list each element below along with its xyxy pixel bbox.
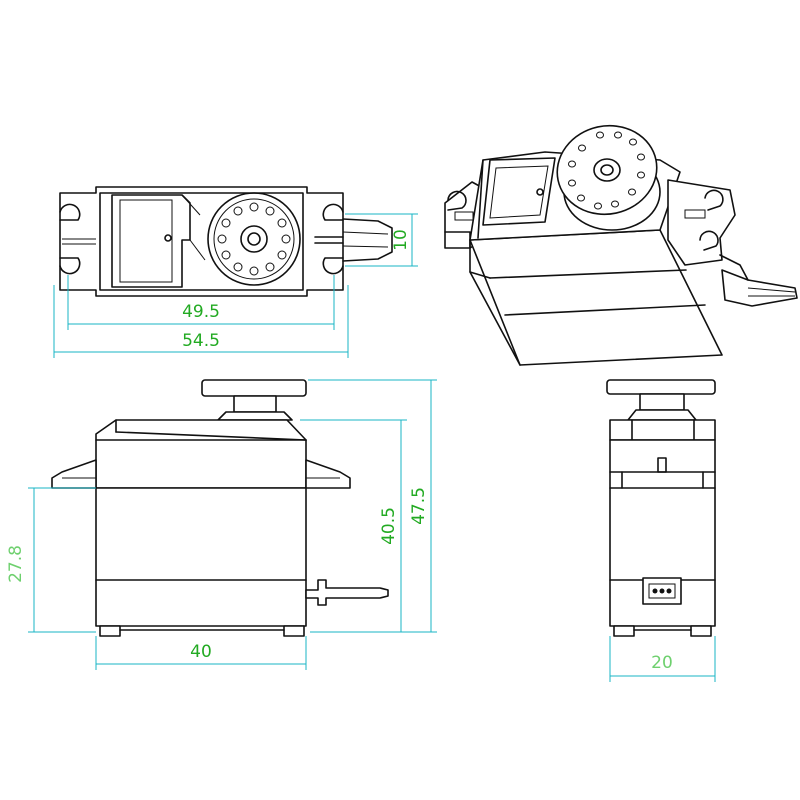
top-left-slot-lower (59, 257, 81, 275)
iso-label-recess (482, 157, 556, 226)
top-horn-holes (217, 202, 291, 276)
iso-horn-holes (568, 131, 645, 210)
top-view (59, 186, 393, 297)
dim-20: 20 (651, 653, 673, 673)
dim-40: 40 (190, 642, 212, 662)
iso-horn-disc (556, 124, 658, 216)
side-body (95, 487, 307, 627)
end-view (606, 379, 716, 637)
dim-10: 10 (391, 229, 411, 251)
top-right-slot-lower (322, 257, 344, 275)
side-cable (305, 579, 389, 606)
side-right-ear (305, 459, 351, 489)
side-left-ear (51, 459, 97, 489)
side-view-dimensions: 40 40.5 47.5 27.8 (6, 379, 437, 670)
top-flange (59, 186, 344, 297)
side-top-cap (95, 419, 307, 489)
top-label-recess (111, 194, 191, 288)
top-cable (342, 218, 393, 262)
dim-40-5: 40.5 (379, 507, 399, 545)
top-screw (164, 234, 172, 242)
top-horn-hub (240, 225, 268, 253)
top-horn-outer (207, 192, 301, 286)
end-foot-left (613, 625, 635, 637)
top-view-dimensions: 49.5 54.5 10 (53, 213, 418, 358)
end-foot-right (690, 625, 712, 637)
side-horn-hub (233, 395, 277, 413)
top-right-slot-upper (322, 203, 344, 221)
end-horn-disc (606, 379, 716, 395)
end-top-cap (609, 419, 716, 441)
end-view-dimensions: 20 (609, 636, 716, 682)
top-body (99, 192, 304, 291)
dim-27-8: 27.8 (6, 545, 26, 583)
side-foot-left (99, 625, 121, 637)
end-horn-hub (639, 393, 685, 411)
dim-49-5: 49.5 (182, 302, 220, 322)
dim-54-5: 54.5 (182, 331, 220, 351)
dim-47-5: 47.5 (409, 487, 429, 525)
side-view (51, 379, 389, 637)
side-horn-disc (201, 379, 307, 397)
top-left-slot-upper (59, 203, 81, 221)
iso-right-flange (667, 179, 736, 266)
isometric-view (444, 124, 798, 366)
iso-cable (721, 269, 798, 307)
side-foot-right (283, 625, 305, 637)
